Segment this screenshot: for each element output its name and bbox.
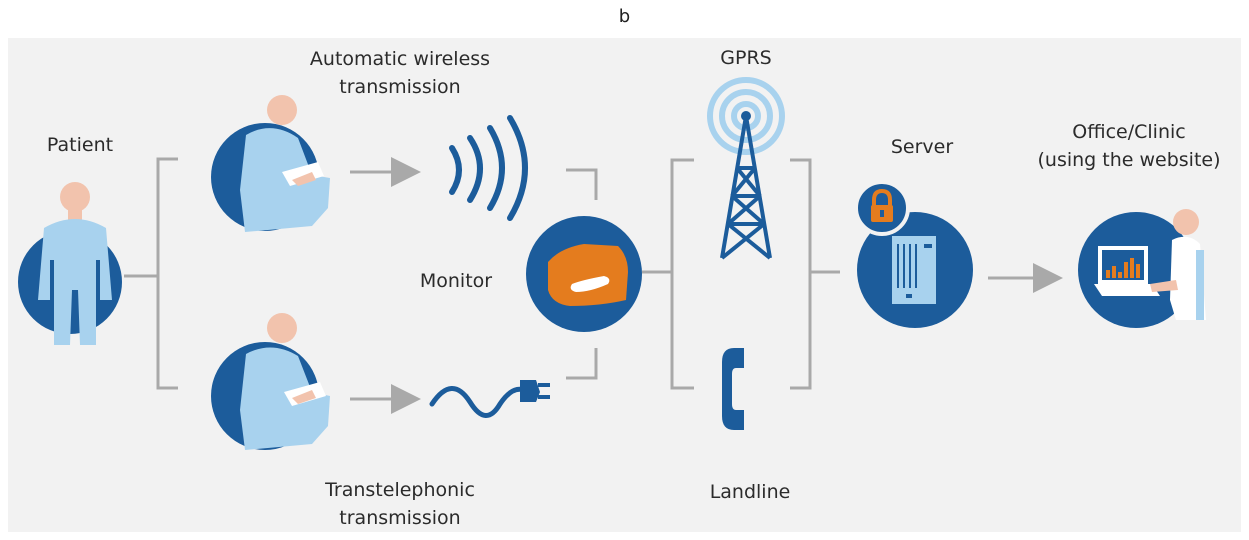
lock-icon: [854, 180, 910, 236]
patient-bracket: [124, 157, 178, 390]
clinic-label: Office/Clinic (using the website): [1037, 121, 1221, 171]
landline-label: Landline: [709, 481, 791, 503]
transtelephonic-patient-icon: [211, 313, 330, 450]
monitor-icon: [526, 216, 642, 332]
cable-plug-icon: [429, 380, 550, 418]
gprs-tower-icon: [707, 77, 785, 260]
monitor-bracket: [566, 168, 598, 380]
transtelephonic-label: Transtelephonic transmission: [325, 479, 475, 529]
gprs-label: GPRS: [720, 47, 772, 69]
wireless-patient-icon: [211, 95, 330, 232]
patient-icon: [18, 182, 122, 345]
wireless-label: Automatic wireless transmission: [309, 48, 491, 98]
server-icon: [857, 212, 973, 328]
landline-phone-icon: [722, 348, 744, 430]
monitor-label: Monitor: [419, 270, 493, 292]
server-label: Server: [890, 136, 954, 158]
patient-label: Patient: [46, 134, 114, 156]
clinic-computer-icon: [1078, 209, 1206, 328]
panel-label: b: [618, 6, 631, 27]
wireless-waves-icon: [449, 115, 528, 221]
network-bracket: [670, 158, 840, 390]
